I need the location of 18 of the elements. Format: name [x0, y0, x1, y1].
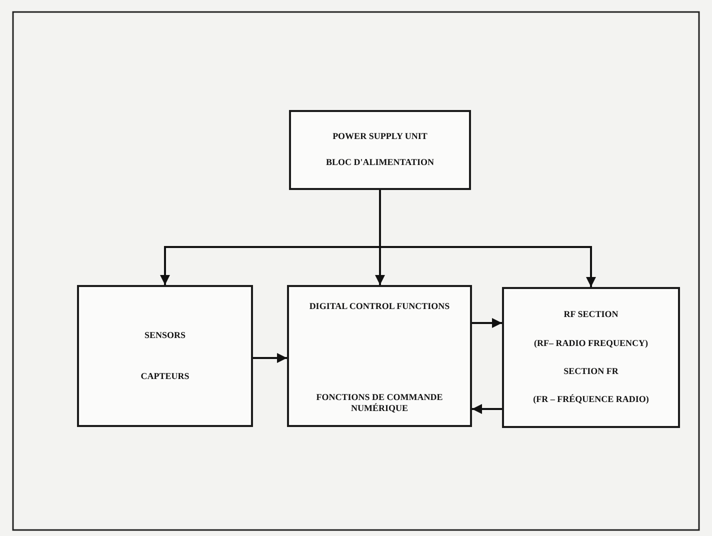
block-box	[289, 110, 471, 190]
block-box	[287, 285, 472, 427]
block-label: CAPTEURS	[140, 370, 190, 382]
block-label: RF SECTION	[564, 309, 618, 321]
block-label: BLOC D'ALIMENTATION	[326, 157, 434, 169]
block-label: SECTION FR	[564, 366, 618, 378]
arrow	[472, 318, 502, 328]
block-box	[502, 287, 680, 428]
arrow	[379, 190, 596, 287]
arrow	[472, 404, 502, 414]
block-label: DIGITAL CONTROL FUNCTIONS	[309, 301, 450, 313]
block-label: (RF– RADIO FREQUENCY)	[534, 338, 648, 350]
block-label: (FR – FRÉQUENCE RADIO)	[533, 394, 649, 406]
block-box	[77, 285, 253, 427]
block-label: POWER SUPPLY UNIT	[332, 131, 428, 143]
block-label: SENSORS	[144, 330, 186, 342]
arrow	[253, 353, 287, 363]
block-label: FONCTIONS DE COMMANDE NUMÉRIQUE	[315, 392, 444, 415]
